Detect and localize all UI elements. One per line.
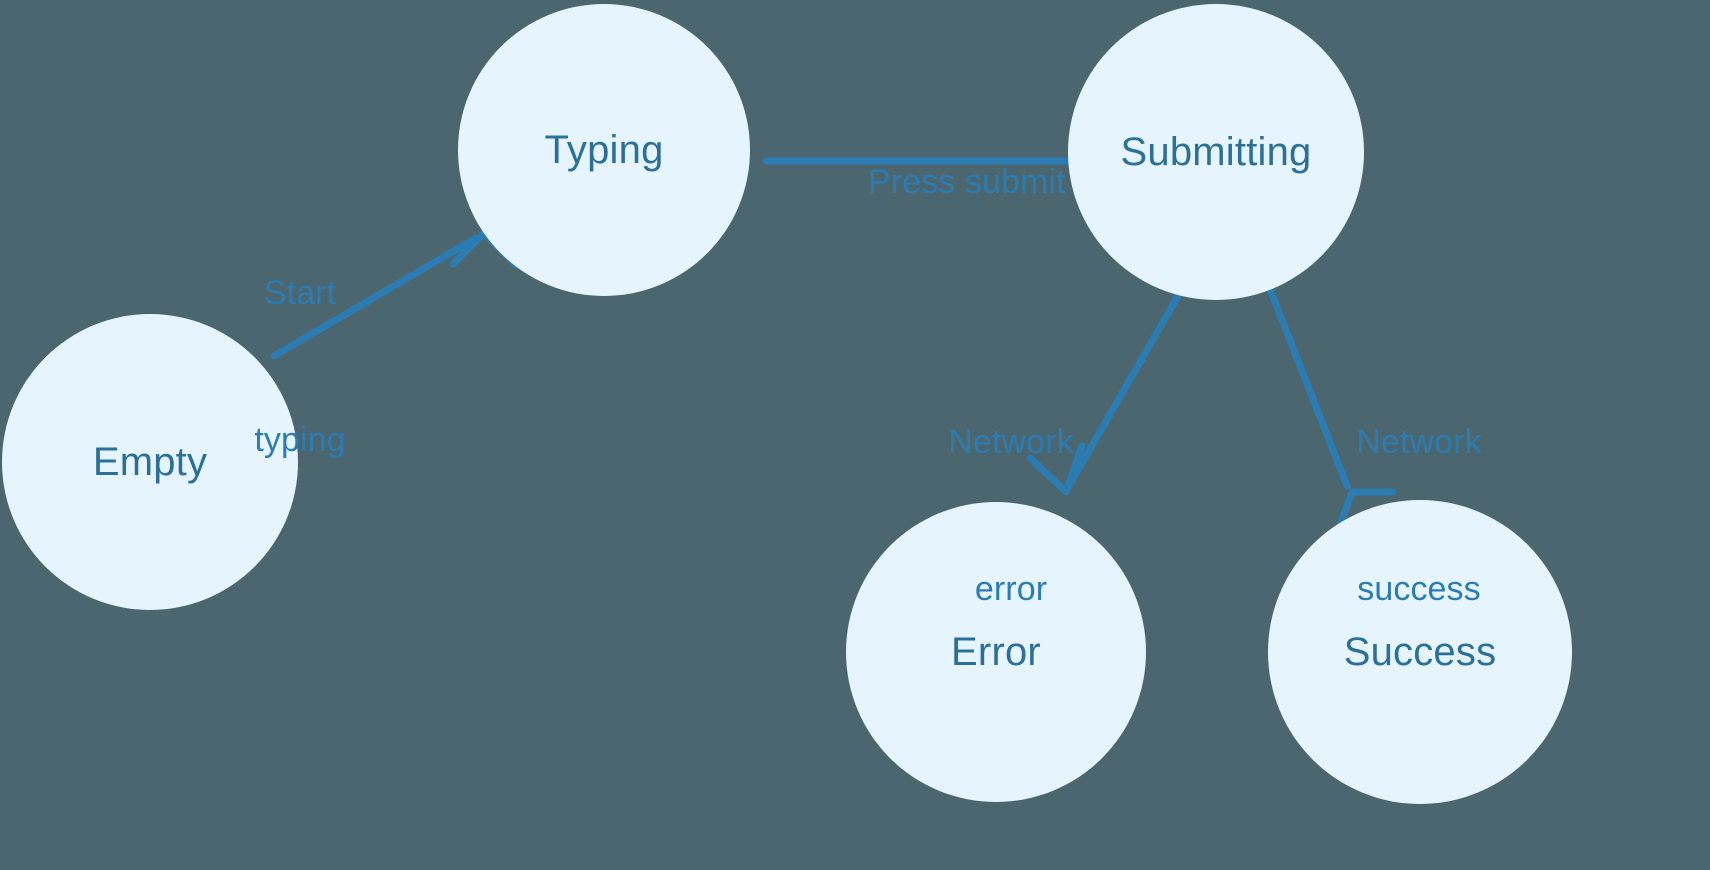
node-label-typing: Typing <box>544 128 664 172</box>
edge-line-empty-to-typing <box>270 234 480 360</box>
node-success[interactable]: Success <box>1268 500 1572 804</box>
edge-label-network-error-line2: error <box>974 570 1048 609</box>
edge-label-start-typing: Start typing <box>180 170 420 564</box>
arrowhead-submitting-to-error <box>1026 442 1086 496</box>
node-empty[interactable]: Empty <box>2 314 298 610</box>
edge-line-submitting-to-error <box>1066 292 1182 488</box>
node-label-error: Error <box>951 630 1041 674</box>
node-typing[interactable]: Typing <box>458 4 750 296</box>
edge-label-press-submit-line1: Press submit <box>868 162 1066 201</box>
edge-label-start-typing-line2: typing <box>254 421 346 460</box>
edge-label-start-typing-line1: Start <box>263 273 337 312</box>
edge-label-network-success-line2: success <box>1357 570 1481 609</box>
edge-label-network-error: Network error <box>876 319 1146 713</box>
edge-label-press-submit: Press submit <box>868 59 1066 305</box>
node-label-empty: Empty <box>92 440 208 484</box>
node-error[interactable]: Error <box>846 502 1146 802</box>
edge-label-network-success-line1: Network <box>1356 422 1482 461</box>
edge-label-network-error-line1: Network <box>948 422 1074 461</box>
edge-submitting-to-error <box>1026 292 1182 496</box>
edge-line-submitting-to-success <box>1266 285 1351 490</box>
node-label-submitting: Submitting <box>1120 130 1312 174</box>
node-label-success: Success <box>1343 630 1497 674</box>
edge-label-network-success: Network success <box>1288 319 1550 713</box>
node-submitting[interactable]: Submitting <box>1068 4 1364 300</box>
